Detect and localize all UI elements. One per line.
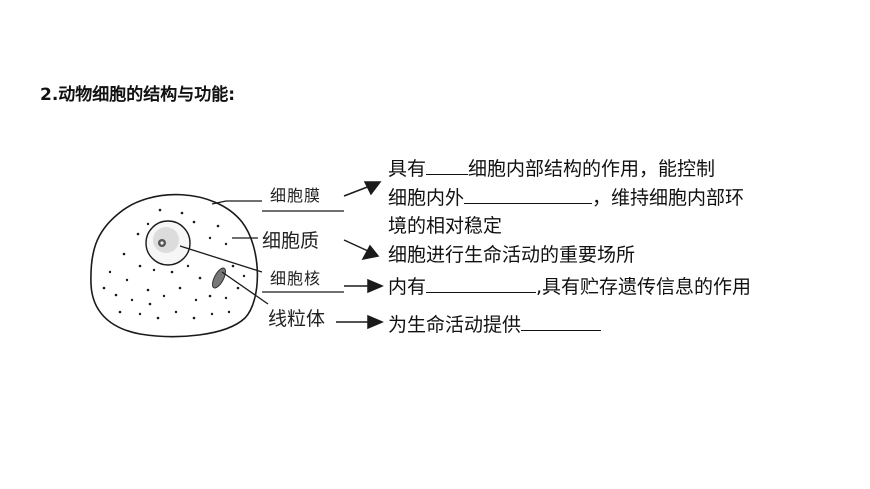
desc-membrane-text-b: 细胞内部结构的作用，能控制 xyxy=(468,158,716,180)
desc-cytoplasm-text: 细胞进行生命活动的重要场所 xyxy=(388,244,636,266)
nucleus-texture xyxy=(153,227,179,253)
desc-membrane-text-e: 境的相对稳定 xyxy=(388,215,503,237)
section-heading: 2.动物细胞的结构与功能: xyxy=(40,85,236,105)
label-mitochondria: 线粒体 xyxy=(268,308,326,330)
blank-membrane-2[interactable] xyxy=(464,183,593,204)
desc-membrane-line3: 境的相对稳定 xyxy=(388,212,502,241)
desc-nucleus-text-a: 内有 xyxy=(388,276,427,298)
arrow-nucleus-head xyxy=(367,278,384,294)
desc-mitochondria: 为生命活动提供 xyxy=(388,310,602,340)
label-cell-membrane: 细胞膜 xyxy=(270,186,322,205)
desc-cytoplasm: 细胞进行生命活动的重要场所 xyxy=(388,241,635,270)
nucleolus-core xyxy=(160,241,164,245)
pointer-nucleus xyxy=(179,245,263,273)
blank-nucleus[interactable] xyxy=(426,272,537,293)
blank-membrane-1[interactable] xyxy=(426,154,469,175)
arrow-membrane-shaft xyxy=(343,185,371,197)
desc-membrane-line1: 具有 细胞内部结构的作用，能控制 xyxy=(388,154,715,184)
desc-nucleus-text-b: ,具有贮存遗传信息的作用 xyxy=(536,276,752,298)
desc-nucleus: 内有 ,具有贮存遗传信息的作用 xyxy=(388,272,751,302)
label-cytoplasm: 细胞质 xyxy=(262,230,320,252)
label-nucleus: 细胞核 xyxy=(270,269,322,288)
arrow-cytoplasm-head xyxy=(361,244,380,261)
pointer-membrane-tip xyxy=(211,200,227,205)
arrows xyxy=(336,181,384,330)
desc-mitochondria-text-a: 为生命活动提供 xyxy=(388,314,522,336)
cytoplasm-granules xyxy=(102,208,246,320)
arrow-cytoplasm-shaft xyxy=(343,239,369,252)
arrow-membrane-head xyxy=(363,181,382,196)
arrow-mitochondria-head xyxy=(367,314,384,330)
desc-membrane-text-a: 具有 xyxy=(388,158,427,180)
mitochondrion-shape xyxy=(211,267,227,289)
blank-mitochondria[interactable] xyxy=(521,310,602,331)
desc-membrane-text-c: 细胞内外 xyxy=(388,187,465,209)
desc-membrane-line2: 细胞内外 ，维持细胞内部环 xyxy=(388,183,744,213)
desc-membrane-text-d: ，维持细胞内部环 xyxy=(592,187,745,209)
pointer-mitochondria xyxy=(221,271,269,305)
